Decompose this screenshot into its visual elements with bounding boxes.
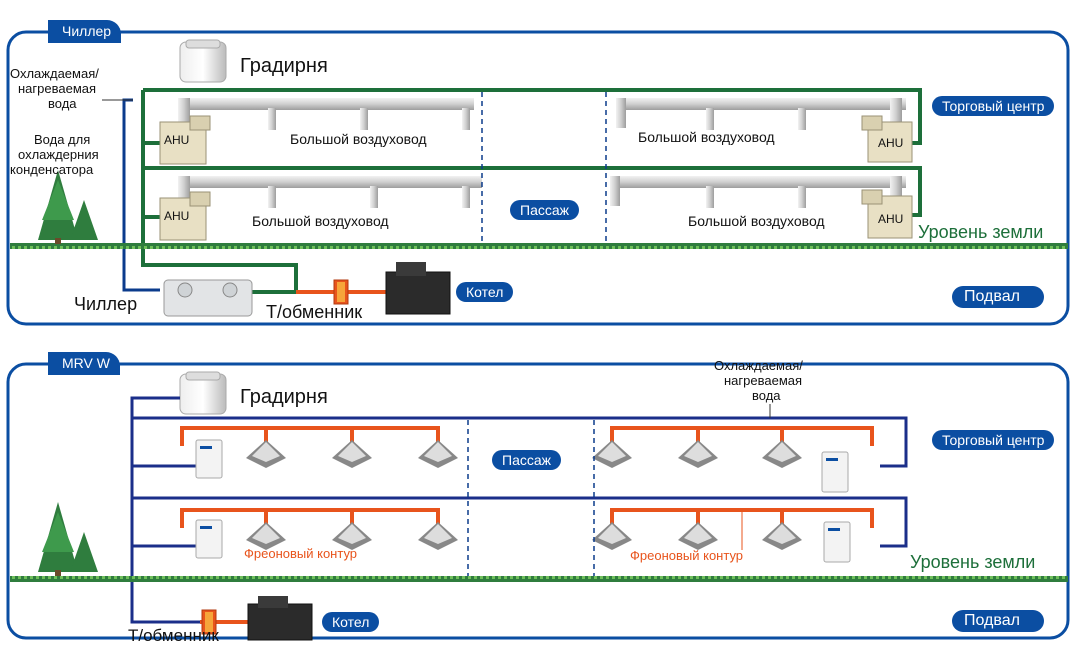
cassette-unit-icon (418, 522, 458, 550)
boiler-icon (247, 596, 313, 641)
water-loop-pipe (130, 396, 908, 624)
duct-left-upper (178, 98, 474, 130)
ahu-unit-icon (159, 191, 211, 241)
heat-exchanger-icon (201, 609, 217, 635)
freon-label: Фреоновый контур (244, 546, 358, 561)
ground-level-label: Уровень земли (910, 552, 1036, 572)
chiller-panel-tab: Чиллер (48, 20, 122, 43)
chiller-panel-frame (6, 30, 1070, 326)
condenser-label-line2: охлаждерния (18, 147, 99, 162)
water-source-unit-icon (821, 451, 849, 493)
mrv-panel-frame (6, 362, 1070, 640)
water-label-line2: нагреваемая (18, 81, 97, 96)
passage-separator (481, 92, 607, 242)
exchanger-label: Т/обменник (266, 302, 363, 322)
condenser-label-line1: Вода для (34, 132, 91, 147)
ahu-label: AHU (878, 136, 904, 150)
water-source-unit-icon (823, 521, 851, 563)
ahu-label: AHU (164, 133, 190, 147)
cooling-tower-icon (179, 371, 227, 415)
ground-strip (10, 243, 1068, 249)
passage-label: Пассаж (492, 450, 561, 470)
cassette-unit-icon (592, 522, 632, 550)
cassette-unit-icon (332, 440, 372, 468)
water-source-unit-icon (195, 439, 223, 479)
passage-label: Пассаж (510, 200, 579, 220)
duct-left-lower (178, 176, 482, 208)
water-label-line3: вода (48, 96, 77, 111)
cassette-unit-icon (246, 440, 286, 468)
cassette-unit-icon (418, 440, 458, 468)
tree-icon (38, 170, 98, 244)
freon-label: Фреоновый контур (630, 548, 744, 563)
chiller-unit-icon (163, 279, 253, 317)
duct-label: Большой воздуховод (290, 131, 427, 147)
mall-label: Торговый центр (932, 430, 1055, 450)
cassette-unit-icon (246, 522, 286, 550)
ground-level-label: Уровень земли (918, 222, 1044, 242)
duct-label: Большой воздуховод (688, 213, 825, 229)
cassette-unit-icon (592, 440, 632, 468)
chilled-water-pipe (141, 88, 922, 294)
cassette-unit-icon (678, 440, 718, 468)
cooling-tower-label: Градирня (240, 386, 328, 408)
cassette-unit-icon (762, 440, 802, 468)
condenser-label-line3: конденсатора (10, 162, 94, 177)
duct-label: Большой воздуховод (638, 129, 775, 145)
tree-icon (38, 502, 98, 576)
basement-label: Подвал (952, 286, 1044, 308)
basement-label: Подвал (952, 610, 1044, 632)
cassette-unit-icon (678, 522, 718, 550)
ground-strip (10, 576, 1068, 582)
mrv-panel-tab: MRV W (48, 352, 120, 375)
passage-separator (467, 420, 595, 576)
ahu-unit-icon (159, 115, 211, 165)
water-label-line1: Охлаждаемая/ (714, 358, 803, 373)
water-label-line2: нагреваемая (724, 373, 803, 388)
ahu-label: AHU (878, 212, 904, 226)
ahu-label: AHU (164, 209, 190, 223)
cassette-unit-icon (762, 522, 802, 550)
cooling-tower-icon (179, 39, 227, 83)
water-source-unit-icon (195, 519, 223, 559)
cassette-unit-icon (332, 522, 372, 550)
cooling-tower-label: Градирня (240, 55, 328, 77)
boiler-icon (385, 262, 451, 315)
ahu-unit-icon (861, 189, 913, 239)
chiller-label: Чиллер (74, 294, 138, 314)
ahu-unit-icon (861, 115, 913, 163)
boiler-label: Котел (456, 282, 514, 302)
exchanger-label: Т/обменник (128, 626, 219, 645)
heat-exchanger-icon (333, 279, 349, 305)
boiler-label: Котел (322, 612, 380, 632)
duct-label: Большой воздуховод (252, 213, 389, 229)
duct-right-upper (616, 98, 906, 130)
freon-pipe (180, 426, 874, 528)
water-label-line3: вода (752, 388, 781, 403)
mall-label: Торговый центр (932, 96, 1055, 116)
water-label-line1: Охлаждаемая/ (10, 66, 99, 81)
